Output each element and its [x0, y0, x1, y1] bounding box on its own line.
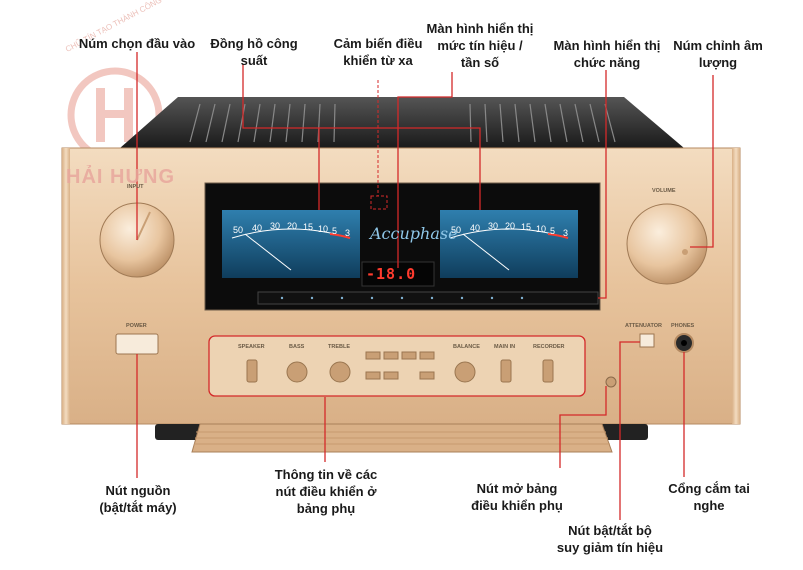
label-subpanel-info-l2: nút điều khiển ở — [275, 484, 377, 499]
label-signal-display-l3: tần số — [460, 55, 500, 70]
attenuator-label: ATTENUATOR — [625, 323, 662, 329]
label-input-selector: Núm chọn đầu vào — [78, 35, 196, 52]
svg-text:15: 15 — [303, 222, 313, 232]
top-lid — [120, 97, 684, 148]
label-power-meter-l2: suất — [240, 53, 268, 68]
svg-text:5: 5 — [332, 226, 337, 236]
label-headphone: Cổng cắm tai nghe — [654, 480, 764, 514]
recorder-label: RECORDER — [533, 344, 565, 350]
label-power-button-l1: Nút nguồn — [105, 483, 171, 498]
label-volume-knob-l2: lượng — [698, 55, 738, 70]
svg-text:5: 5 — [550, 226, 555, 236]
main-in-label: MAIN IN — [494, 344, 516, 350]
svg-text:30: 30 — [270, 221, 280, 231]
svg-text:50: 50 — [233, 225, 243, 235]
label-function-display-l2: chức năng — [573, 55, 641, 70]
label-subpanel-info: Thông tin về các nút điều khiển ở bảng p… — [270, 466, 382, 517]
label-function-display-l1: Màn hình hiển thị — [553, 38, 661, 53]
phones-label: PHONES — [671, 323, 695, 329]
input-knob-label: INPUT — [127, 184, 144, 190]
power-button-label: POWER — [126, 323, 147, 329]
label-signal-display: Màn hình hiển thị mức tín hiệu / tần số — [420, 20, 540, 71]
label-remote-sensor-l1: Cảm biến điều — [333, 36, 423, 51]
label-open-panel-l2: điều khiển phụ — [471, 498, 563, 513]
svg-text:20: 20 — [505, 221, 515, 231]
svg-text:10: 10 — [318, 224, 328, 234]
label-power-meter-l1: Đồng hồ công — [210, 36, 298, 51]
svg-text:40: 40 — [470, 223, 480, 233]
svg-text:3: 3 — [563, 228, 568, 238]
svg-text:20: 20 — [287, 221, 297, 231]
watermark-name: HẢI HƯNG — [66, 166, 176, 188]
svg-text:10: 10 — [536, 224, 546, 234]
label-attenuator: Nút bật/tắt bộ suy giảm tín hiệu — [548, 522, 672, 556]
label-attenuator-l1: Nút bật/tắt bộ — [568, 523, 652, 538]
label-signal-display-l1: Màn hình hiển thị — [426, 21, 534, 36]
volume-knob-label: VOLUME — [652, 188, 676, 194]
subpanel-controls — [208, 335, 586, 397]
balance-label: BALANCE — [453, 344, 480, 350]
label-volume-knob-l1: Núm chỉnh âm — [673, 38, 763, 53]
label-function-display: Màn hình hiển thị chức năng — [548, 37, 666, 71]
svg-text:40: 40 — [252, 223, 262, 233]
label-open-panel: Nút mở bảng điều khiển phụ — [458, 480, 576, 514]
bass-label: BASS — [289, 344, 305, 350]
label-volume-knob: Núm chỉnh âm lượng — [668, 37, 768, 71]
svg-text:50: 50 — [451, 225, 461, 235]
label-subpanel-info-l3: bảng phụ — [296, 501, 356, 516]
label-power-button: Nút nguồn (bật/tắt máy) — [80, 482, 196, 516]
svg-text:15: 15 — [521, 222, 531, 232]
label-headphone-l1: Cổng cắm tai — [668, 481, 750, 496]
speaker-label: SPEAKER — [238, 344, 265, 350]
brand-logo: Accuphase — [370, 224, 458, 243]
label-subpanel-info-l1: Thông tin về các — [274, 467, 378, 482]
label-attenuator-l2: suy giảm tín hiệu — [556, 540, 664, 555]
label-remote-sensor: Cảm biến điều khiển từ xa — [330, 35, 426, 69]
label-power-button-l2: (bật/tắt máy) — [99, 500, 177, 515]
label-signal-display-l2: mức tín hiệu / — [437, 38, 523, 53]
remote-sensor — [370, 195, 388, 210]
function-indicator-strip — [257, 291, 599, 305]
subpanel-open-button[interactable] — [605, 376, 617, 388]
label-power-meter: Đồng hồ công suất — [204, 35, 304, 69]
label-open-panel-l1: Nút mở bảng — [476, 481, 558, 496]
headphone-jack[interactable] — [674, 333, 694, 353]
power-button[interactable] — [115, 333, 159, 355]
svg-text:3: 3 — [345, 228, 350, 238]
attenuator-button[interactable] — [639, 333, 655, 348]
label-remote-sensor-l2: khiển từ xa — [343, 53, 413, 68]
label-headphone-l2: nghe — [693, 498, 725, 513]
svg-text:30: 30 — [488, 221, 498, 231]
volume-knob[interactable] — [626, 203, 708, 285]
lcd-value: -18.0 — [366, 265, 417, 283]
label-input-selector-l1: Núm chọn đầu vào — [78, 36, 196, 51]
treble-label: TREBLE — [328, 344, 350, 350]
